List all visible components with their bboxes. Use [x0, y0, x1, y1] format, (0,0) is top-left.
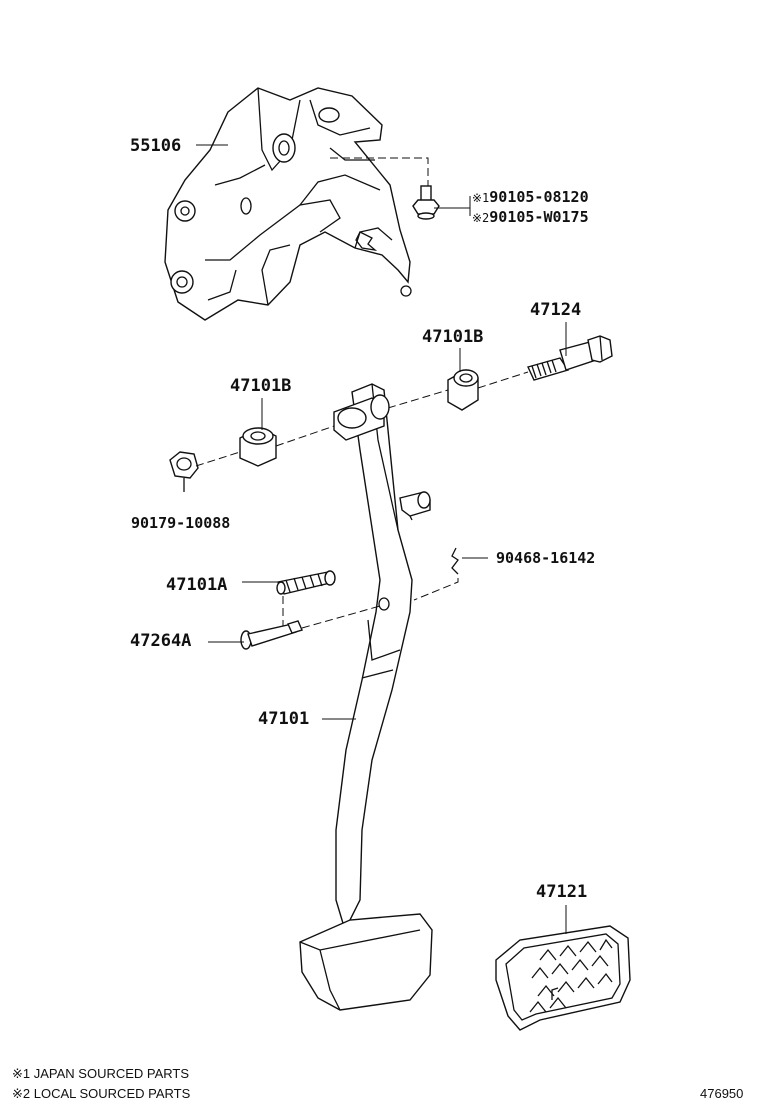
label-bracket[interactable]: 55106 — [130, 136, 182, 156]
local-mark: ※2 — [472, 211, 490, 225]
pedal-pad-cover — [495, 925, 631, 1031]
label-pivot-bolt[interactable]: 47124 — [530, 300, 582, 320]
label-bushing-right[interactable]: 47101B — [422, 327, 484, 347]
label-spring[interactable]: 47101A — [166, 575, 228, 595]
label-clevis-pin[interactable]: 47264A — [130, 631, 192, 651]
clevis-pin — [240, 605, 381, 650]
label-bolt-japan[interactable]: ※190105-08120 — [472, 188, 589, 207]
pedal-arm — [299, 383, 433, 1011]
bracket-bolt — [330, 157, 440, 220]
bushing-left — [239, 427, 277, 467]
diagram-id: 476950 — [700, 1086, 744, 1101]
pivot-bolt — [527, 335, 613, 381]
label-bolt-local[interactable]: ※290105-W0175 — [472, 208, 589, 227]
clip — [413, 547, 459, 601]
nut — [169, 451, 199, 492]
label-bolt-local-number: 90105-W0175 — [489, 208, 589, 226]
leader-lines — [196, 144, 567, 934]
label-pedal-arm[interactable]: 47101 — [258, 709, 310, 729]
label-nut[interactable]: 90179-10088 — [131, 514, 231, 532]
note-japan-sourced: ※1 JAPAN SOURCED PARTS — [12, 1066, 190, 1081]
bushing-right — [447, 369, 479, 411]
label-clip[interactable]: 90468-16142 — [496, 549, 596, 567]
label-bushing-left[interactable]: 47101B — [230, 376, 292, 396]
return-spring — [276, 570, 336, 626]
japan-mark: ※1 — [472, 191, 490, 205]
label-pedal-pad[interactable]: 47121 — [536, 882, 588, 902]
label-bolt-japan-number: 90105-08120 — [489, 188, 589, 206]
note-local-sourced: ※2 LOCAL SOURCED PARTS — [12, 1086, 191, 1101]
pedal-bracket — [164, 87, 412, 321]
